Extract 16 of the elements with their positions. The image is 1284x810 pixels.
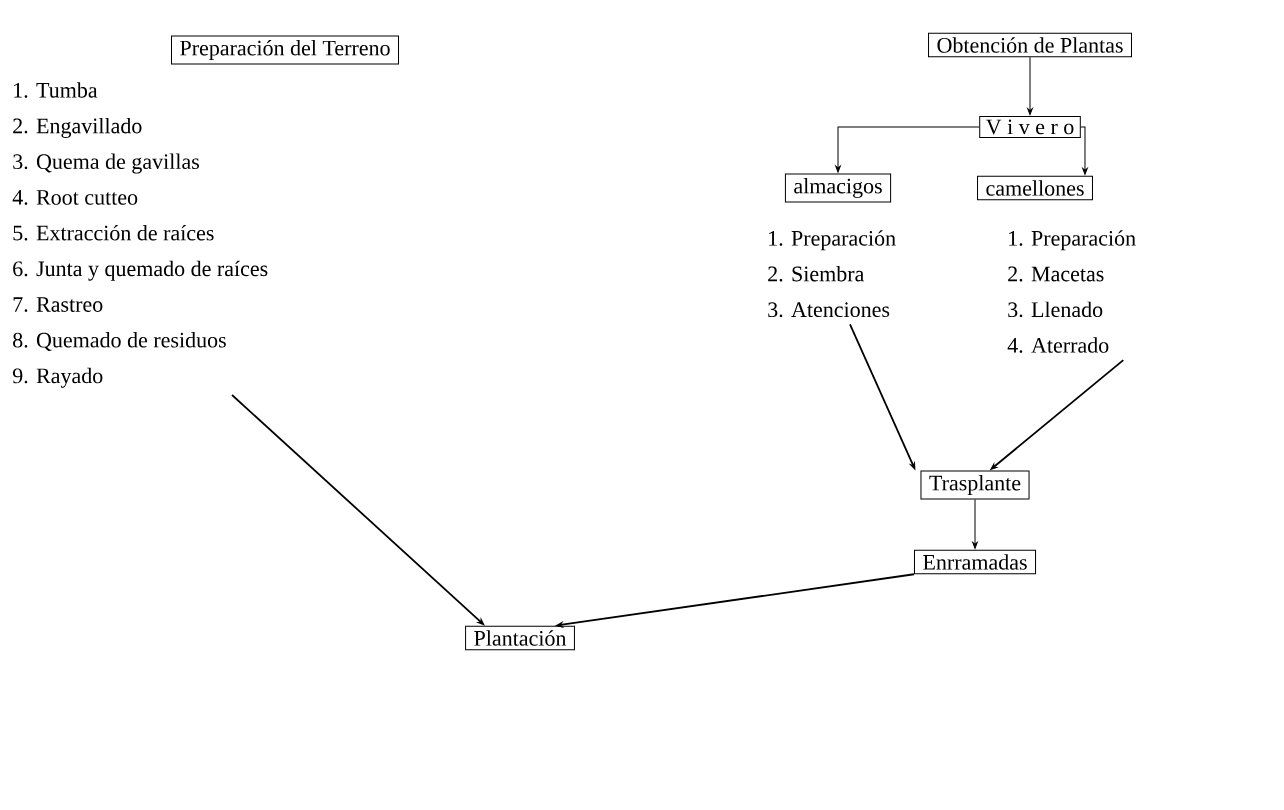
- process-box: V i v e r o: [979, 116, 1081, 138]
- arrow: [835, 126, 980, 173]
- process-box: Preparación del Terreno: [171, 35, 399, 65]
- arrow: [1080, 126, 1088, 175]
- step-list: 1. Tumba 2. Engavillado 3. Quema de gavillas 4. Root cutteo 5. Extracción de raíces 6. Junta y quemado de raíces 7. Rastreo 8. Quemado de residuos 9. Rayado: [12, 82, 268, 388]
- arrow: [972, 498, 978, 549]
- arrow: [1027, 56, 1033, 116]
- step-list: 1. Preparación 2. Siembra 3. Atenciones: [768, 230, 896, 318]
- process-box: Trasplante: [920, 470, 1030, 500]
- step-list: 1. Preparación 2. Macetas 3. Llenado 4. Aterrado: [1007, 230, 1136, 353]
- process-box: Enrramadas: [914, 549, 1037, 575]
- process-box: Plantación: [465, 625, 575, 651]
- process-box: almacigos: [784, 173, 892, 203]
- arrow: [231, 394, 485, 626]
- process-box: Obtención de Plantas: [928, 32, 1132, 58]
- process-box: camellones: [977, 175, 1093, 201]
